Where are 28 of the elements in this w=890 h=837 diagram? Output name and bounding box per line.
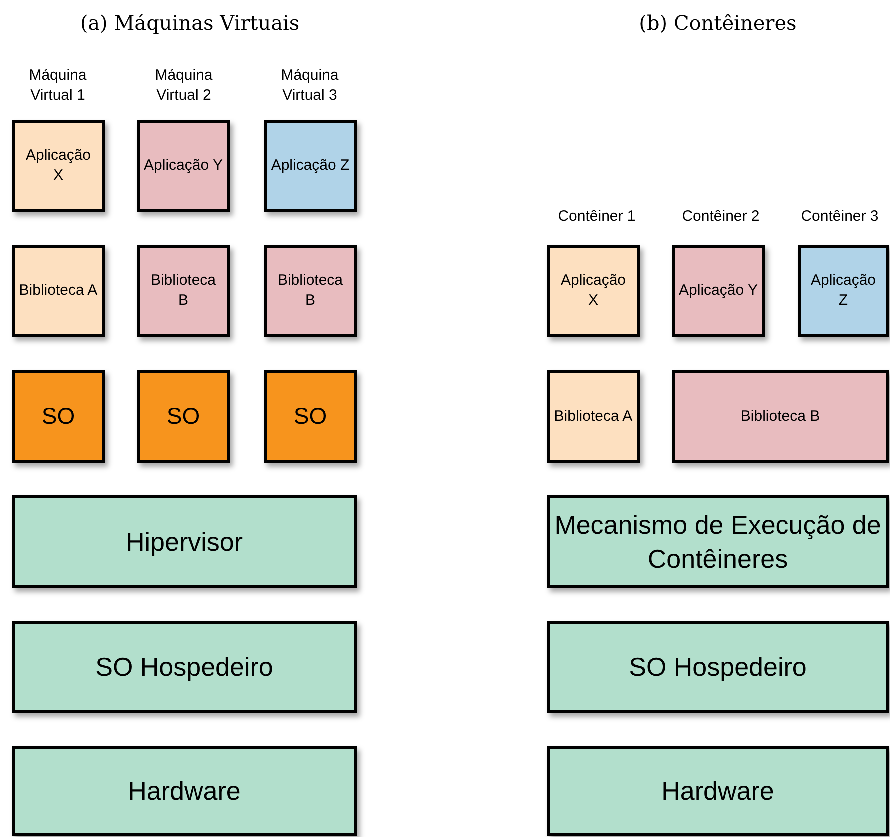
application-box: Aplicação Y <box>672 245 765 337</box>
column-header: Máquina Virtual 3 <box>280 66 340 106</box>
application-box: Aplicação Z <box>798 245 889 337</box>
library-box: Biblioteca B <box>264 245 357 337</box>
column-header: Contêiner 3 <box>800 207 880 227</box>
application-box: Aplicação Z <box>264 120 357 212</box>
panel-title: (b) Contêineres <box>638 10 798 37</box>
column-header: Máquina Virtual 2 <box>154 66 214 106</box>
hardware-box: Hardware <box>547 746 889 836</box>
column-header: Contêiner 2 <box>681 207 761 227</box>
panel-title: (a) Máquinas Virtuais <box>79 10 301 37</box>
library-box: Biblioteca A <box>12 245 105 337</box>
application-box: Aplicação X <box>12 120 105 212</box>
hypervisor-box: Hipervisor <box>12 495 357 588</box>
host-os-box: SO Hospedeiro <box>12 621 357 713</box>
library-box: Biblioteca B <box>672 370 889 463</box>
library-box: Biblioteca B <box>137 245 230 337</box>
library-box: Biblioteca A <box>547 370 640 463</box>
os-box: SO <box>264 370 357 463</box>
column-header: Contêiner 1 <box>557 207 637 227</box>
os-box: SO <box>12 370 105 463</box>
host-os-box: SO Hospedeiro <box>547 621 889 713</box>
container-engine-box: Mecanismo de Execução de Contêineres <box>547 495 889 588</box>
hardware-box: Hardware <box>12 746 357 836</box>
column-header: Máquina Virtual 1 <box>28 66 88 106</box>
application-box: Aplicação Y <box>137 120 230 212</box>
application-box: Aplicação X <box>547 245 640 337</box>
os-box: SO <box>137 370 230 463</box>
